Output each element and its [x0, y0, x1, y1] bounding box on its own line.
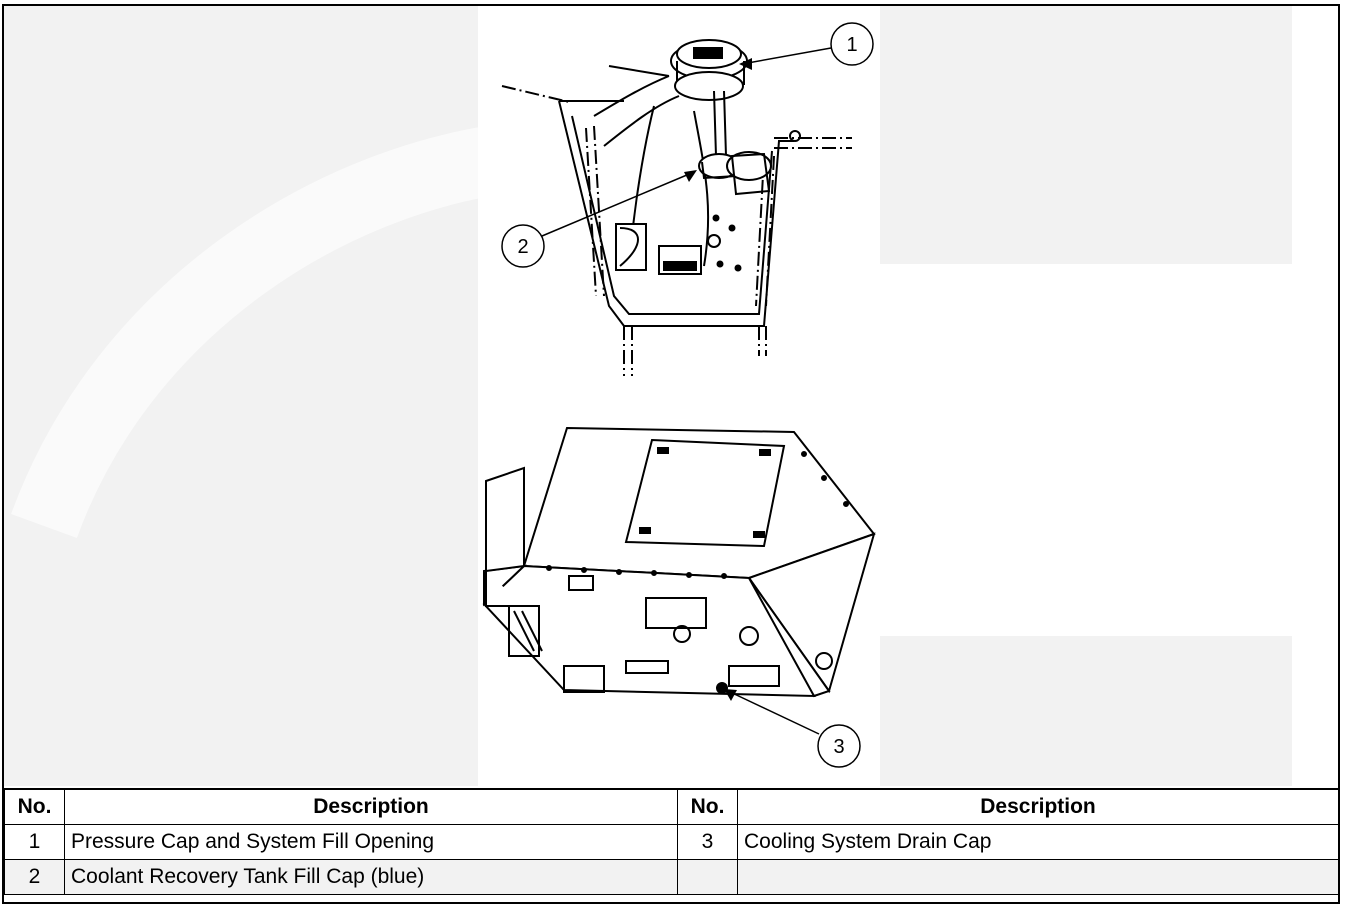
row-1-desc-left: Pressure Cap and System Fill Opening	[64, 823, 678, 860]
figure-cell: 1 2	[4, 6, 1338, 788]
watermark-band-top-right	[880, 6, 1292, 264]
generator-enclosure	[482, 426, 876, 698]
table-row: 1 Pressure Cap and System Fill Opening 3…	[4, 823, 1339, 860]
parts-table: No. Description No. Description 1 Pressu…	[4, 788, 1339, 895]
callout-2-label: 2	[517, 236, 528, 258]
header-description-right: Description	[737, 788, 1339, 825]
header-description-left: Description	[64, 788, 678, 825]
header-no-right: No.	[677, 788, 738, 825]
callout-3-label: 3	[833, 736, 844, 758]
pressure-cap-detail	[501, 39, 852, 376]
table-header-row: No. Description No. Description	[4, 788, 1339, 825]
callout-2: 2	[501, 170, 697, 268]
callout-1: 1	[739, 22, 874, 70]
row-2-desc-left: Coolant Recovery Tank Fill Cap (blue)	[64, 858, 678, 895]
row-2-no-right	[677, 858, 738, 895]
callout-3: 3	[724, 689, 861, 768]
row-1-no-right: 3	[677, 823, 738, 860]
figure-table-frame: 1 2	[2, 4, 1340, 904]
callout-1-label: 1	[846, 34, 857, 56]
table-row: 2 Coolant Recovery Tank Fill Cap (blue)	[4, 858, 1339, 895]
header-no-left: No.	[4, 788, 65, 825]
cooling-system-illustration: 1 2	[11, 22, 876, 768]
row-2-desc-right	[737, 858, 1339, 895]
row-2-no-left: 2	[4, 858, 65, 895]
row-1-desc-right: Cooling System Drain Cap	[737, 823, 1339, 860]
watermark-logo	[11, 121, 528, 539]
watermark-band-bottom-right	[880, 636, 1292, 786]
row-1-no-left: 1	[4, 823, 65, 860]
